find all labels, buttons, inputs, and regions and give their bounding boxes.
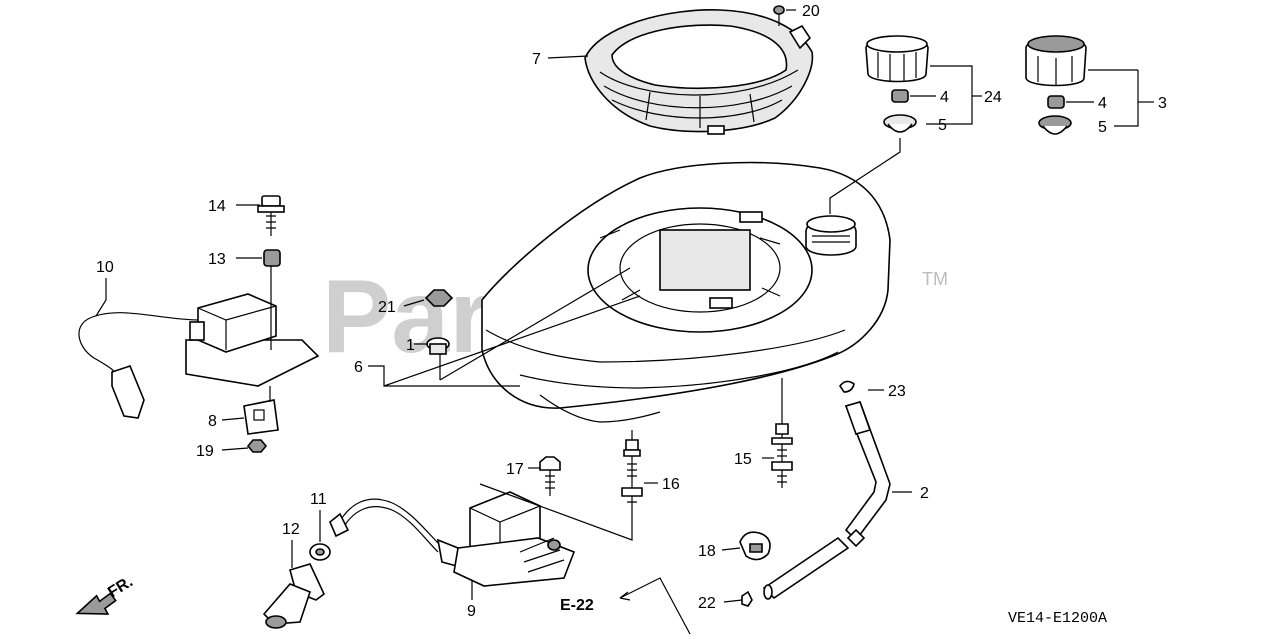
- callout-6[interactable]: 6: [354, 359, 363, 376]
- callout-18[interactable]: 18: [698, 543, 716, 560]
- callout-21[interactable]: 21: [378, 299, 396, 316]
- part-5-gasket-a[interactable]: [883, 114, 917, 133]
- callout-14[interactable]: 14: [208, 198, 226, 215]
- callout-4b[interactable]: 4: [1098, 95, 1107, 112]
- part-17-bolt[interactable]: [539, 456, 561, 496]
- front-direction-arrow: FR.: [75, 573, 136, 615]
- watermark-trademark: TM: [922, 269, 948, 289]
- part-6-fan-cover[interactable]: [481, 161, 891, 423]
- callout-13[interactable]: 13: [208, 251, 226, 268]
- callout-11[interactable]: 11: [310, 491, 327, 508]
- part-11-washer[interactable]: [309, 543, 331, 561]
- callout-22[interactable]: 22: [698, 595, 716, 612]
- part-20-screw[interactable]: [773, 5, 785, 26]
- callout-1[interactable]: 1: [406, 337, 415, 354]
- part-7-recoil-starter[interactable]: [584, 9, 814, 135]
- callout-10[interactable]: 10: [96, 259, 114, 276]
- reference-label-e22: E-22: [560, 597, 594, 614]
- callout-16[interactable]: 16: [662, 476, 680, 493]
- part-22-clip[interactable]: [741, 590, 753, 607]
- part-14-bolt[interactable]: [257, 195, 285, 236]
- part-10-ignition-coil[interactable]: [78, 293, 320, 419]
- callout-17[interactable]: 17: [506, 461, 524, 478]
- part-19-nut[interactable]: [246, 439, 268, 453]
- callout-4a[interactable]: 4: [940, 89, 949, 106]
- part-15-stud[interactable]: [771, 418, 793, 488]
- part-12-plug-cap[interactable]: [262, 563, 325, 629]
- callout-3[interactable]: 3: [1158, 95, 1167, 112]
- part-16-stud[interactable]: [621, 430, 643, 508]
- callout-24[interactable]: 24: [984, 89, 1002, 106]
- callout-8[interactable]: 8: [208, 413, 217, 430]
- part-18-clamp[interactable]: [739, 531, 771, 561]
- part-4-filter-a[interactable]: [891, 89, 909, 103]
- part-21-nut[interactable]: [424, 289, 454, 307]
- part-1-grommet[interactable]: [426, 337, 450, 355]
- callout-5a[interactable]: 5: [938, 117, 947, 134]
- callout-15[interactable]: 15: [734, 451, 752, 468]
- part-5-gasket-b[interactable]: [1038, 115, 1072, 135]
- callouts: 1 2 3 4 4 5 5 6 7 8 9 10 11 12 13 14 15 …: [96, 3, 1167, 620]
- callout-5b[interactable]: 5: [1098, 119, 1107, 136]
- part-2-fuel-tube[interactable]: [762, 401, 891, 600]
- callout-19[interactable]: 19: [196, 443, 214, 460]
- leader-lines: [95, 9, 1154, 635]
- part-23-clip[interactable]: [839, 380, 855, 393]
- callout-2[interactable]: 2: [920, 485, 929, 502]
- part-8-bracket[interactable]: [243, 386, 279, 435]
- callout-7[interactable]: 7: [532, 51, 541, 68]
- callout-12[interactable]: 12: [282, 521, 300, 538]
- part-13-collar[interactable]: [263, 249, 281, 350]
- callout-20[interactable]: 20: [802, 3, 820, 20]
- part-9-ignition-coil[interactable]: [329, 491, 576, 587]
- diagram-code: VE14-E1200A: [1008, 610, 1107, 627]
- part-4-filter-b[interactable]: [1047, 95, 1065, 109]
- callout-23[interactable]: 23: [888, 383, 906, 400]
- callout-9[interactable]: 9: [467, 603, 476, 620]
- part-24-fuel-cap[interactable]: [865, 35, 929, 83]
- part-3-fuel-cap[interactable]: [1025, 35, 1087, 87]
